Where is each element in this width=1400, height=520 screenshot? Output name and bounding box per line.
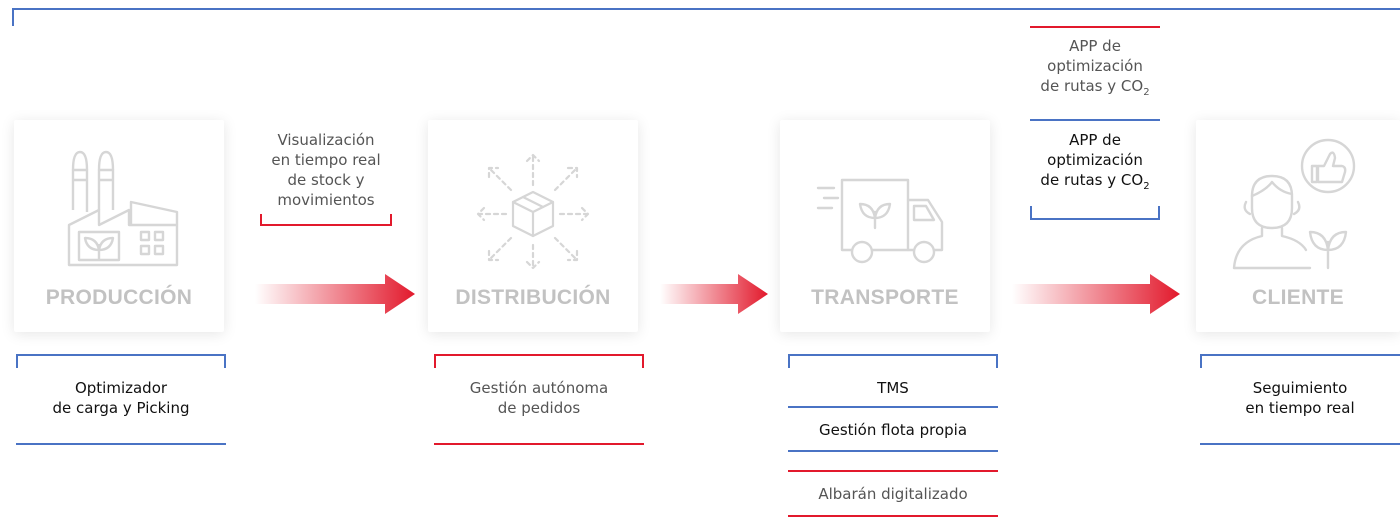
annotation-albaran: Albarán digitalizado — [818, 485, 968, 503]
truck-icon — [816, 178, 944, 264]
stage-label-distribucion: DISTRIBUCIÓN — [455, 286, 611, 309]
top-bracket-line — [12, 8, 1400, 26]
app-bold-bracket — [1030, 206, 1160, 220]
customer-thumbs-up-icon — [1232, 138, 1356, 270]
factory-icon — [67, 150, 179, 267]
stage-label-cliente: CLIENTE — [1252, 286, 1344, 309]
gestion-autonoma-bracket — [434, 354, 644, 368]
albaran-top-line — [788, 470, 998, 472]
app-light-bottom-line — [1030, 119, 1160, 121]
gestion-flota-bottom-line — [788, 450, 998, 452]
gestion-autonoma-bottom-line — [434, 443, 644, 445]
box-arrows-icon — [476, 153, 590, 270]
stage-transporte: TRANSPORTE — [780, 120, 990, 332]
annotation-seguimiento: Seguimiento en tiempo real — [1245, 379, 1355, 417]
optimizador-bracket — [16, 354, 226, 368]
app-light-top-line — [1030, 26, 1160, 28]
annotation-optimizador: Optimizador de carga y Picking — [52, 379, 190, 417]
annotation-gestion-autonoma: Gestión autónoma de pedidos — [469, 379, 609, 417]
flow-arrow-3 — [1012, 274, 1180, 314]
annotation-gestion-flota: Gestión flota propia — [818, 421, 968, 439]
tms-bottom-line — [788, 406, 998, 408]
albaran-bottom-line — [788, 515, 998, 517]
seguimiento-bottom-line — [1200, 443, 1400, 445]
annotation-tms: TMS — [877, 379, 909, 397]
flow-arrow-2 — [660, 274, 768, 314]
annotation-visualizacion: Visualización en tiempo real de stock y … — [271, 131, 381, 209]
flow-arrow-1 — [255, 274, 415, 314]
tms-bracket — [788, 354, 998, 368]
stage-produccion: PRODUCCIÓN — [14, 120, 224, 332]
annotation-app-bold: APP de optimización de rutas y CO2 — [1040, 131, 1150, 192]
stage-label-produccion: PRODUCCIÓN — [45, 286, 193, 309]
stage-cliente: CLIENTE — [1196, 120, 1400, 332]
stage-label-transporte: TRANSPORTE — [811, 286, 959, 309]
visualizacion-bracket — [260, 214, 392, 226]
optimizador-bottom-line — [16, 443, 226, 445]
stage-distribucion: DISTRIBUCIÓN — [428, 120, 638, 332]
seguimiento-bracket — [1200, 354, 1400, 368]
annotation-app-light: APP de optimización de rutas y CO2 — [1040, 37, 1150, 98]
